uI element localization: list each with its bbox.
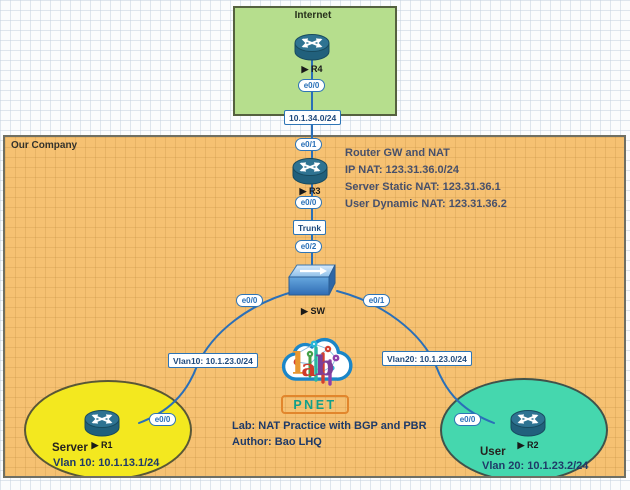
port-badge-r3-e0-0: e0/0 <box>295 196 322 209</box>
logo-letter-l: l <box>292 347 304 382</box>
logo-letter-a: a <box>301 355 317 382</box>
pnet-logo <box>270 330 360 401</box>
node-r2-label: ▶ R2 <box>517 440 539 450</box>
node-r2[interactable] <box>509 408 547 443</box>
port-badge-sw-e0-0: e0/0 <box>236 294 263 307</box>
server-label: Server <box>52 442 88 454</box>
node-r3-label: ▶ R3 <box>299 186 321 196</box>
node-r3[interactable] <box>291 156 329 191</box>
nat-annotation-line: Server Static NAT: 123.31.36.1 <box>345 181 501 193</box>
node-r4[interactable] <box>293 32 331 67</box>
server-vlan-label: Vlan 10: 10.1.13.1/24 <box>53 457 160 469</box>
trunk-label: Trunk <box>293 220 327 235</box>
node-sw[interactable] <box>288 264 338 307</box>
pnet-cloud-icon <box>281 337 353 386</box>
port-badge-r3-e0-1: e0/1 <box>295 138 322 151</box>
user-vlan-label: Vlan 20: 10.1.23.2/24 <box>482 460 589 472</box>
node-r1-label: ▶ R1 <box>91 440 113 450</box>
logo-letter-b: b <box>315 351 335 382</box>
port-badge-r2-e0-0: e0/0 <box>454 413 481 426</box>
nat-annotation-line: IP NAT: 123.31.36.0/24 <box>345 164 459 176</box>
switch-icon <box>288 264 336 296</box>
pnet-lab-wordmark: l a b <box>292 347 335 382</box>
lab-author: Author: Bao LHQ <box>232 436 322 448</box>
internet-zone-label: Internet <box>294 10 332 21</box>
port-badge-sw-e0-1: e0/1 <box>363 294 390 307</box>
wan-network-label: 10.1.34.0/24 <box>284 110 342 125</box>
port-badge-r4-e0-0: e0/0 <box>298 79 325 92</box>
pnet-brand-badge: PNET <box>281 395 349 414</box>
router-icon <box>294 34 330 61</box>
nat-annotation-line: User Dynamic NAT: 123.31.36.2 <box>345 198 507 210</box>
company-zone-label: Our Company <box>11 140 78 151</box>
port-badge-r1-e0-0: e0/0 <box>149 413 176 426</box>
node-r4-label: ▶ R4 <box>301 64 323 74</box>
port-badge-r3-e0-2: e0/2 <box>295 240 322 253</box>
internet-zone-ellipse[interactable] <box>233 6 397 116</box>
router-icon <box>84 410 120 437</box>
vlan10-network-label: Vlan10: 10.1.23.0/24 <box>168 353 258 368</box>
nat-annotation: Router GW and NAT IP NAT: 123.31.36.0/24… <box>345 145 507 213</box>
lab-title: Lab: NAT Practice with BGP and PBR <box>232 420 427 432</box>
node-r1[interactable] <box>83 408 121 443</box>
router-icon <box>292 158 328 185</box>
nat-annotation-line: Router GW and NAT <box>345 147 450 159</box>
router-icon <box>510 410 546 437</box>
lab-stems <box>308 346 332 386</box>
vlan20-network-label: Vlan20: 10.1.23.0/24 <box>382 351 472 366</box>
company-zone-box[interactable]: Our Company <box>3 135 626 478</box>
node-sw-label: ▶ SW <box>301 306 325 316</box>
user-label: User <box>480 446 506 458</box>
